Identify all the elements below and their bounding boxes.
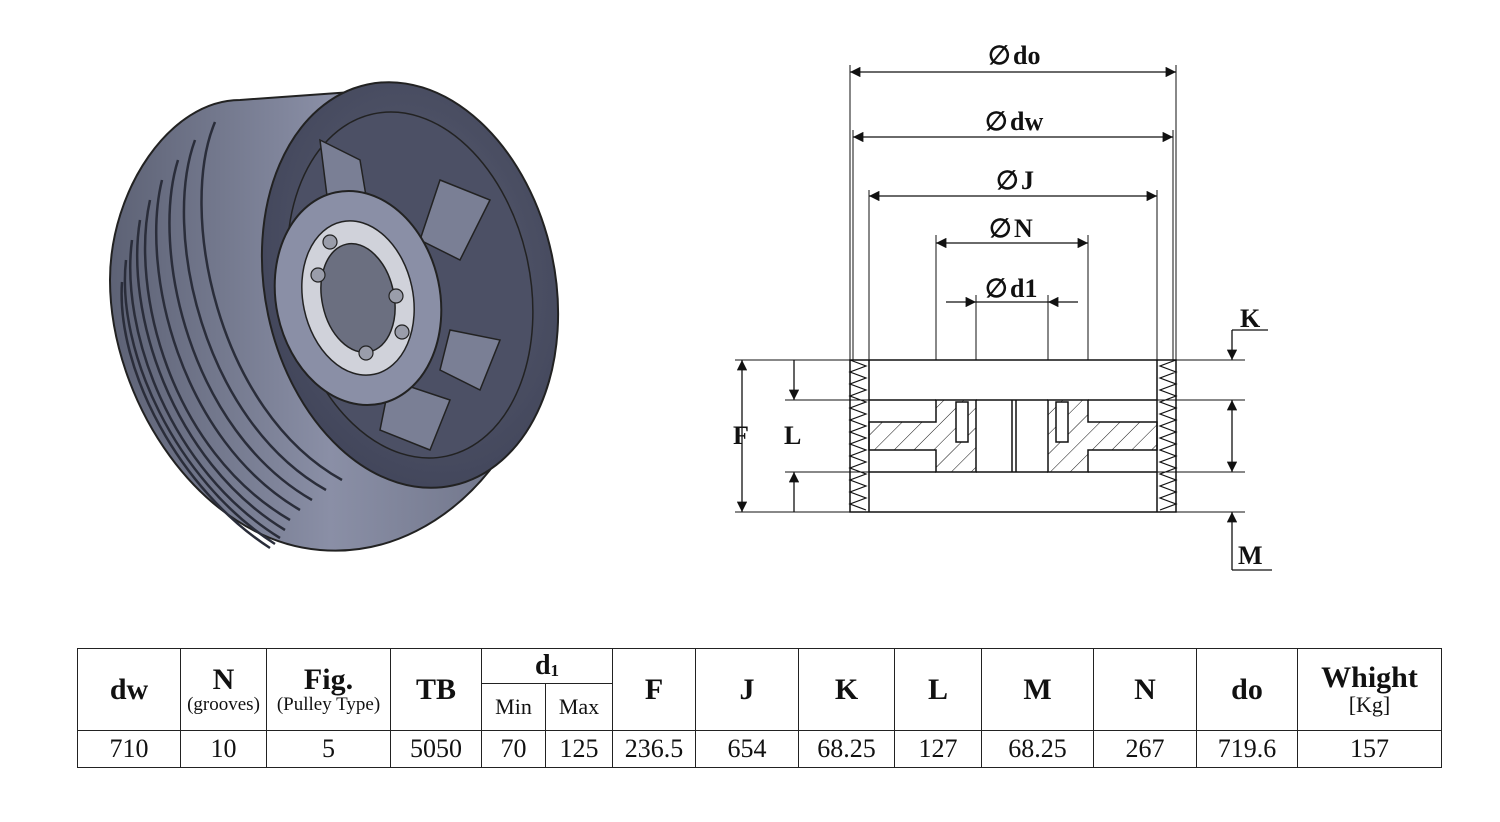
groove-profile-left: [848, 359, 868, 511]
j-label: J: [1021, 166, 1034, 195]
do-label: do: [1013, 41, 1040, 70]
cell-n2: 267: [1093, 730, 1197, 768]
header-fig: Fig. (Pulley Type): [266, 648, 391, 731]
header-n-sub: (grooves): [187, 693, 260, 715]
header-fig-label: Fig.: [303, 662, 354, 696]
header-f: F: [612, 648, 696, 731]
l-label: L: [784, 421, 801, 450]
header-m: M: [981, 648, 1094, 731]
pulley-section-drawing: ∅ do ∅ dw ∅ J ∅ N ∅ d1: [733, 41, 1272, 571]
header-d1-subscript: 1: [550, 661, 560, 680]
header-d1-max: Max: [545, 683, 613, 731]
header-fig-sub: (Pulley Type): [276, 693, 381, 715]
header-do: do: [1196, 648, 1298, 731]
f-label: F: [733, 421, 749, 450]
header-d1: d1: [481, 648, 613, 684]
header-l: L: [894, 648, 982, 731]
cell-n: 10: [180, 730, 267, 768]
j-label-symbol: ∅: [996, 166, 1019, 195]
header-weight-label: Whight: [1321, 660, 1418, 694]
cell-d1-min: 70: [481, 730, 546, 768]
pulley-3d-illustration: [108, 81, 560, 552]
cell-f: 236.5: [612, 730, 696, 768]
cell-l: 127: [894, 730, 982, 768]
n-label-symbol: ∅: [989, 214, 1012, 243]
k-label: K: [1240, 304, 1261, 333]
pulley-spec-table: dw N (grooves) Fig. (Pulley Type) TB d1 …: [77, 648, 1442, 768]
header-n: N: [212, 662, 235, 696]
m-label: M: [1238, 541, 1263, 570]
cell-d1-max: 125: [545, 730, 613, 768]
header-weight-unit: [Kg]: [1348, 691, 1391, 717]
d1-label: d1: [1010, 274, 1037, 303]
cell-fig: 5: [266, 730, 391, 768]
cell-dw: 710: [77, 730, 181, 768]
table-row: 710 10 5 5050 70 125 236.5 654 68.25 127…: [77, 730, 1442, 768]
dw-label: dw: [1010, 107, 1043, 136]
table-header-row: dw N (grooves) Fig. (Pulley Type) TB d1 …: [77, 648, 1442, 731]
cell-tb: 5050: [390, 730, 482, 768]
header-tb: TB: [390, 648, 482, 731]
cell-j: 654: [695, 730, 799, 768]
pulley-cross-section: [849, 359, 1177, 513]
cell-weight: 157: [1297, 730, 1442, 768]
header-weight: Whight [Kg]: [1297, 648, 1442, 731]
header-d1-main: d: [534, 650, 551, 681]
header-n2: N: [1093, 648, 1197, 731]
header-dw: dw: [77, 648, 181, 731]
header-d1-min: Min: [481, 683, 546, 731]
header-j: J: [695, 648, 799, 731]
header-n-grooves: N (grooves): [180, 648, 267, 731]
cell-m: 68.25: [981, 730, 1094, 768]
header-k: K: [798, 648, 895, 731]
n-label: N: [1014, 214, 1033, 243]
cell-k: 68.25: [798, 730, 895, 768]
d1-label-symbol: ∅: [985, 274, 1008, 303]
do-label-symbol: ∅: [988, 41, 1011, 70]
cell-do: 719.6: [1196, 730, 1298, 768]
groove-profile-right: [1158, 359, 1178, 511]
dw-label-symbol: ∅: [985, 107, 1008, 136]
pulley-hub: [273, 189, 443, 407]
